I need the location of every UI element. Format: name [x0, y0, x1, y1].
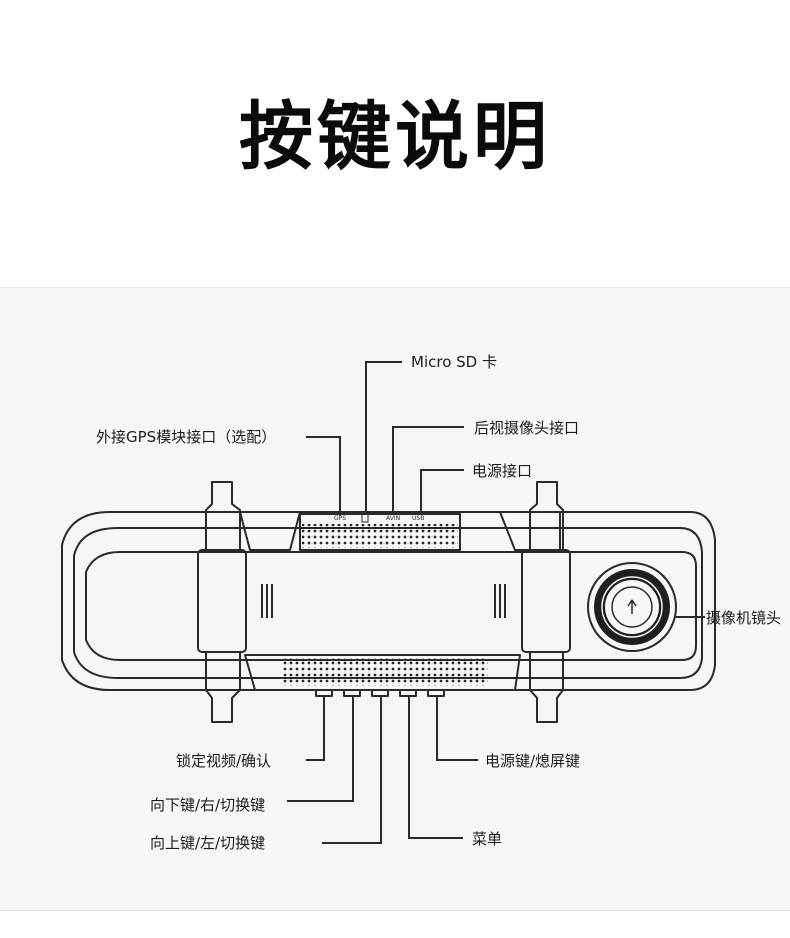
left-mount-strap — [205, 481, 241, 551]
gps-port-marking: GPS — [334, 515, 346, 522]
avin-port-marking: AVIN — [386, 515, 400, 522]
mirror-outer-body — [61, 511, 716, 691]
right-speaker-grille — [494, 584, 506, 618]
label-camera-lens: 摄像机镜头 — [706, 609, 781, 627]
bottom-grille-housing — [244, 654, 521, 691]
bottom-dot-grille — [282, 658, 488, 686]
label-micro-sd: Micro SD 卡 — [411, 353, 497, 371]
top-dot-grille — [302, 524, 458, 548]
label-power-key: 电源键/熄屏键 — [485, 752, 580, 770]
top-grille-housing — [239, 511, 301, 551]
left-speaker-grille — [261, 584, 273, 618]
camera-lens — [587, 562, 677, 652]
label-menu: 菜单 — [472, 830, 502, 848]
mirror-inner-bezel — [73, 527, 703, 679]
usb-port-marking: USB — [412, 515, 424, 522]
label-gps-port: 外接GPS模块接口（选配） — [96, 428, 276, 446]
mirror-screen — [85, 551, 697, 661]
right-mount-strap — [529, 481, 564, 551]
label-down-key: 向下键/右/切换键 — [150, 796, 265, 814]
top-port-strip — [299, 513, 461, 551]
label-power-port: 电源接口 — [472, 462, 532, 480]
bottom-strip — [0, 910, 790, 938]
label-up-key: 向上键/左/切换键 — [150, 834, 265, 852]
label-lock-video: 锁定视频/确认 — [176, 752, 271, 770]
leader-lines — [287, 361, 705, 844]
label-rear-camera-port: 后视摄像头接口 — [474, 419, 579, 437]
sd-slot-marking — [361, 513, 369, 523]
page-title: 按键说明 — [239, 94, 551, 180]
title-band: 按键说明 — [0, 0, 790, 286]
